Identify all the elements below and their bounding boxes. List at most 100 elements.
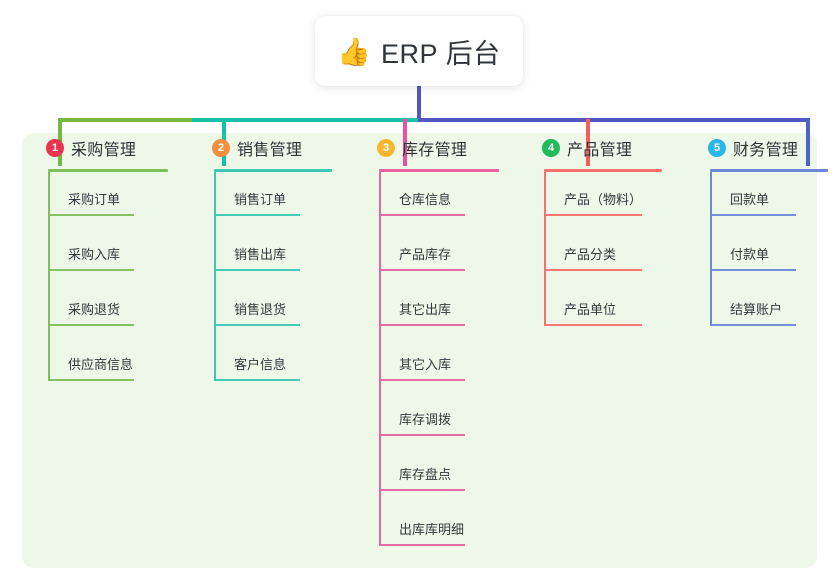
menu-item[interactable]: 采购入库 (30, 227, 168, 282)
root-node-card[interactable]: 👍 ERP 后台 (315, 16, 523, 86)
menu-item-label: 供应商信息 (68, 357, 134, 372)
menu-item-label: 产品库存 (399, 247, 452, 262)
menu-item-rule (379, 489, 465, 491)
branch-column-1: 1 采购管理采购订单采购入库采购退货供应商信息 (30, 133, 168, 392)
menu-item-label: 仓库信息 (399, 192, 452, 207)
menu-item-rule (544, 214, 642, 216)
column-header-rule-5 (710, 169, 828, 172)
menu-item-label: 客户信息 (234, 357, 287, 372)
menu-item[interactable]: 产品（物料） (526, 172, 662, 227)
menu-item[interactable]: 销售出库 (196, 227, 332, 282)
menu-item-label: 产品单位 (564, 302, 617, 317)
menu-item-label: 库存调拨 (399, 412, 452, 427)
menu-item-rule (379, 379, 465, 381)
menu-item-rule (48, 214, 134, 216)
column-title-1: 采购管理 (71, 142, 137, 159)
menu-item-rule (379, 544, 465, 546)
root-title: ERP 后台 (381, 38, 501, 69)
menu-item-label: 回款单 (730, 192, 770, 207)
column-spine-2 (214, 172, 216, 381)
menu-item-label: 其它入库 (399, 357, 452, 372)
column-badge-5: 5 (708, 139, 726, 157)
column-header-rule-4 (544, 169, 662, 172)
menu-item[interactable]: 付款单 (692, 227, 828, 282)
column-spine-3 (379, 172, 381, 546)
column-header-3[interactable]: 3 库存管理 (361, 133, 499, 163)
column-items-5: 回款单付款单结算账户 (692, 172, 828, 337)
menu-item[interactable]: 供应商信息 (30, 337, 168, 392)
menu-item[interactable]: 库存盘点 (361, 447, 499, 502)
menu-item-rule (214, 269, 300, 271)
menu-item-rule (379, 434, 465, 436)
column-items-1: 采购订单采购入库采购退货供应商信息 (30, 172, 168, 392)
column-header-rule-2 (214, 169, 332, 172)
menu-item-label: 结算账户 (730, 302, 783, 317)
menu-item-label: 产品（物料） (564, 192, 643, 207)
column-badge-4: 4 (542, 139, 560, 157)
menu-item-rule (710, 324, 796, 326)
menu-item-label: 其它出库 (399, 302, 452, 317)
menu-item-label: 采购退货 (68, 302, 121, 317)
column-title-3: 库存管理 (402, 142, 468, 159)
column-header-rule-3 (379, 169, 499, 172)
menu-item-label: 产品分类 (564, 247, 617, 262)
thumbs-up-icon: 👍 (337, 36, 372, 67)
column-spine-1 (48, 172, 50, 381)
menu-item[interactable]: 客户信息 (196, 337, 332, 392)
menu-item-rule (214, 379, 300, 381)
column-items-3: 仓库信息产品库存其它出库其它入库库存调拨库存盘点出库库明细 (361, 172, 499, 557)
menu-item-rule (379, 324, 465, 326)
menu-item[interactable]: 采购订单 (30, 172, 168, 227)
menu-item[interactable]: 采购退货 (30, 282, 168, 337)
menu-item[interactable]: 库存调拨 (361, 392, 499, 447)
menu-item-rule (710, 269, 796, 271)
menu-item-label: 出库库明细 (399, 522, 465, 537)
column-badge-3: 3 (377, 139, 395, 157)
menu-item[interactable]: 产品分类 (526, 227, 662, 282)
branch-column-5: 5 财务管理回款单付款单结算账户 (692, 133, 828, 337)
menu-item[interactable]: 其它入库 (361, 337, 499, 392)
menu-item-label: 付款单 (730, 247, 770, 262)
menu-item-rule (48, 324, 134, 326)
menu-item[interactable]: 产品库存 (361, 227, 499, 282)
menu-item-rule (48, 379, 134, 381)
menu-item[interactable]: 回款单 (692, 172, 828, 227)
menu-item[interactable]: 其它出库 (361, 282, 499, 337)
column-spine-4 (544, 172, 546, 326)
menu-item-rule (544, 269, 642, 271)
menu-item[interactable]: 产品单位 (526, 282, 662, 337)
menu-item[interactable]: 仓库信息 (361, 172, 499, 227)
column-items-2: 销售订单销售出库销售退货客户信息 (196, 172, 332, 392)
column-title-5: 财务管理 (733, 142, 799, 159)
menu-item-rule (544, 324, 642, 326)
menu-item-label: 销售出库 (234, 247, 287, 262)
menu-item-rule (214, 214, 300, 216)
menu-item[interactable]: 销售订单 (196, 172, 332, 227)
menu-item-label: 库存盘点 (399, 467, 452, 482)
menu-item[interactable]: 出库库明细 (361, 502, 499, 557)
column-title-2: 销售管理 (237, 142, 303, 159)
diagram-background-panel (22, 133, 817, 568)
column-header-rule-1 (48, 169, 168, 172)
menu-item-label: 销售订单 (234, 192, 287, 207)
menu-item[interactable]: 结算账户 (692, 282, 828, 337)
menu-item[interactable]: 销售退货 (196, 282, 332, 337)
menu-item-label: 销售退货 (234, 302, 287, 317)
menu-item-rule (379, 269, 465, 271)
column-items-4: 产品（物料） 产品分类产品单位 (526, 172, 662, 337)
branch-column-3: 3 库存管理仓库信息产品库存其它出库其它入库库存调拨库存盘点出库库明细 (361, 133, 499, 557)
column-header-1[interactable]: 1 采购管理 (30, 133, 168, 163)
column-header-4[interactable]: 4 产品管理 (526, 133, 662, 163)
column-title-4: 产品管理 (567, 142, 633, 159)
column-spine-5 (710, 172, 712, 326)
menu-item-rule (710, 214, 796, 216)
menu-item-rule (48, 269, 134, 271)
menu-item-rule (214, 324, 300, 326)
branch-column-4: 4 产品管理产品（物料） 产品分类产品单位 (526, 133, 662, 337)
column-badge-1: 1 (46, 139, 64, 157)
column-header-5[interactable]: 5 财务管理 (692, 133, 828, 163)
menu-item-label: 采购订单 (68, 192, 121, 207)
